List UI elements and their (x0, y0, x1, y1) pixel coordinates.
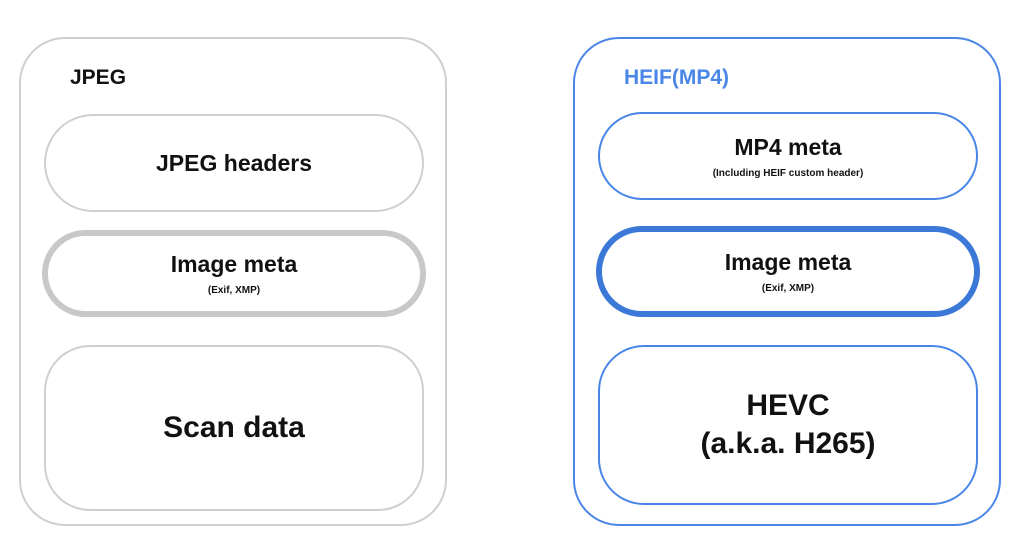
hevc-block: HEVC (a.k.a. H265) (598, 345, 978, 505)
jpeg-image-meta-label: Image meta (170, 251, 298, 277)
jpeg-headers-block: JPEG headers (44, 114, 424, 212)
heif-image-meta-block: Image meta (Exif, XMP) (596, 226, 980, 317)
mp4-meta-sub: (Including HEIF custom header) (712, 167, 864, 179)
heif-title: HEIF(MP4) (624, 66, 729, 89)
jpeg-image-meta-sub: (Exif, XMP) (207, 285, 261, 296)
jpeg-image-meta-block: Image meta (Exif, XMP) (42, 230, 426, 317)
jpeg-headers-label: JPEG headers (156, 149, 312, 176)
heif-image-meta-label: Image meta (724, 249, 852, 275)
heif-container: HEIF(MP4) MP4 meta (Including HEIF custo… (573, 37, 1001, 526)
jpeg-container: JPEG JPEG headers Image meta (Exif, XMP)… (19, 37, 447, 526)
heif-image-meta-sub: (Exif, XMP) (761, 283, 815, 294)
hevc-aka-label: (a.k.a. H265) (700, 427, 876, 460)
mp4-meta-label: MP4 meta (734, 133, 842, 160)
jpeg-scan-data-block: Scan data (44, 345, 424, 511)
jpeg-scan-data-label: Scan data (163, 411, 305, 444)
hevc-label: HEVC (746, 389, 830, 422)
mp4-meta-block: MP4 meta (Including HEIF custom header) (598, 112, 978, 200)
jpeg-title: JPEG (70, 66, 127, 89)
